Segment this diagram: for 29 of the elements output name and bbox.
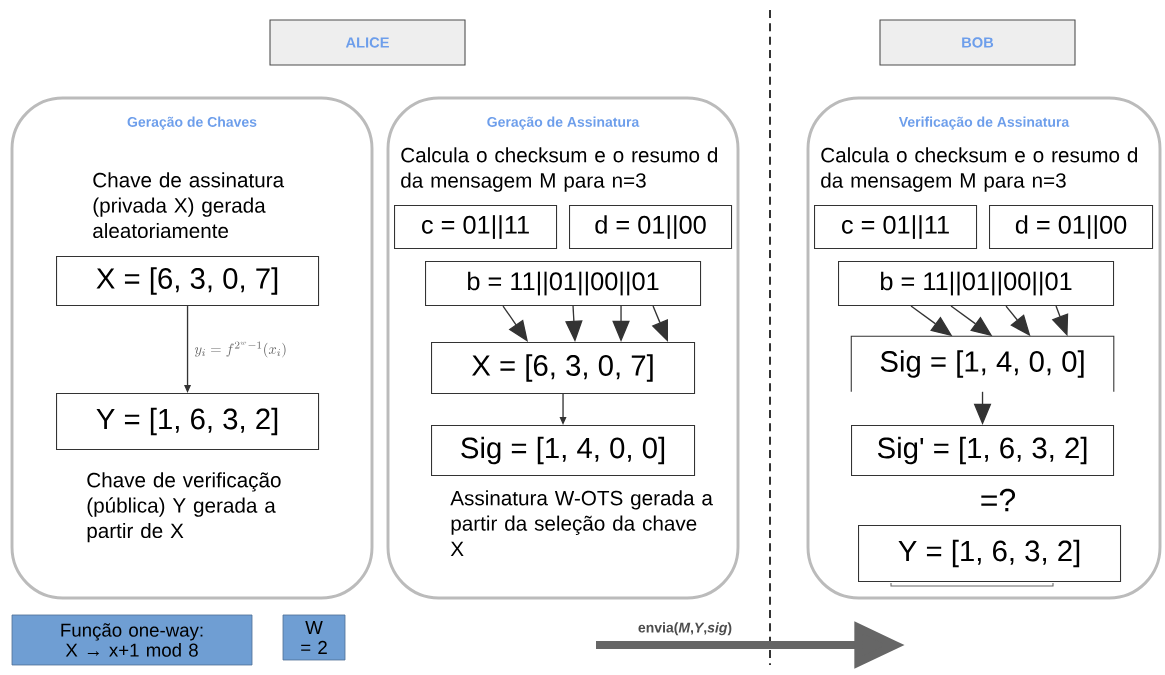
open-box: Sig = [1, 4, 0, 0]	[850, 335, 1115, 393]
arrow	[502, 305, 528, 342]
value-box: Y = [1, 6, 3, 2]	[56, 393, 320, 451]
info-box: W = 2	[282, 614, 346, 661]
value-box: X = [6, 3, 0, 7]	[431, 342, 696, 395]
value-box: b = 11||01||00||01	[838, 261, 1115, 307]
title-box: ALICE	[269, 19, 466, 66]
value-box: b = 11||01||00||01	[425, 261, 702, 307]
value-box: d = 01||00	[569, 205, 733, 250]
description-text: Calcula o checksum e o resumo d da mensagem M para n=3	[821, 147, 1138, 192]
info-box: Função one-way: X → x+1 mod 8	[11, 614, 253, 666]
comparison-sign: =?	[981, 488, 1016, 512]
value-box: c = 01||11	[394, 205, 558, 250]
description-text: Calcula o checksum e o resumo d da mensagem M para n=3	[401, 147, 718, 192]
description-text: Chave de assinatura (privada X) gerada aleatoriamente	[93, 172, 285, 239]
description-text: Chave de verificação (pública) Y gerada a partir de X	[87, 472, 281, 543]
arrow-label: envia(M,Y,sig)	[638, 622, 732, 636]
value-box: d = 01||00	[989, 205, 1154, 250]
value-box: Sig = [1, 4, 0, 0]	[431, 425, 696, 477]
title-box: BOB	[879, 19, 1076, 66]
value-box: X = [6, 3, 0, 7]	[56, 256, 320, 307]
value-box: Y = [1, 6, 3, 2]	[858, 525, 1122, 583]
value-box: c = 01||11	[814, 205, 978, 250]
value-box: Sig' = [1, 6, 3, 2]	[851, 425, 1115, 477]
edge-label: $y_i = f^{2^w-1}(x_i)$	[193, 340, 289, 359]
panel-heading: Geração de Assinatura	[487, 116, 640, 130]
description-text: Assinatura W-OTS gerada a partir da seleção da chave X	[450, 490, 713, 556]
panel-heading: Geração de Chaves	[127, 116, 257, 130]
panel-heading: Verificação de Assinatura	[898, 116, 1070, 130]
